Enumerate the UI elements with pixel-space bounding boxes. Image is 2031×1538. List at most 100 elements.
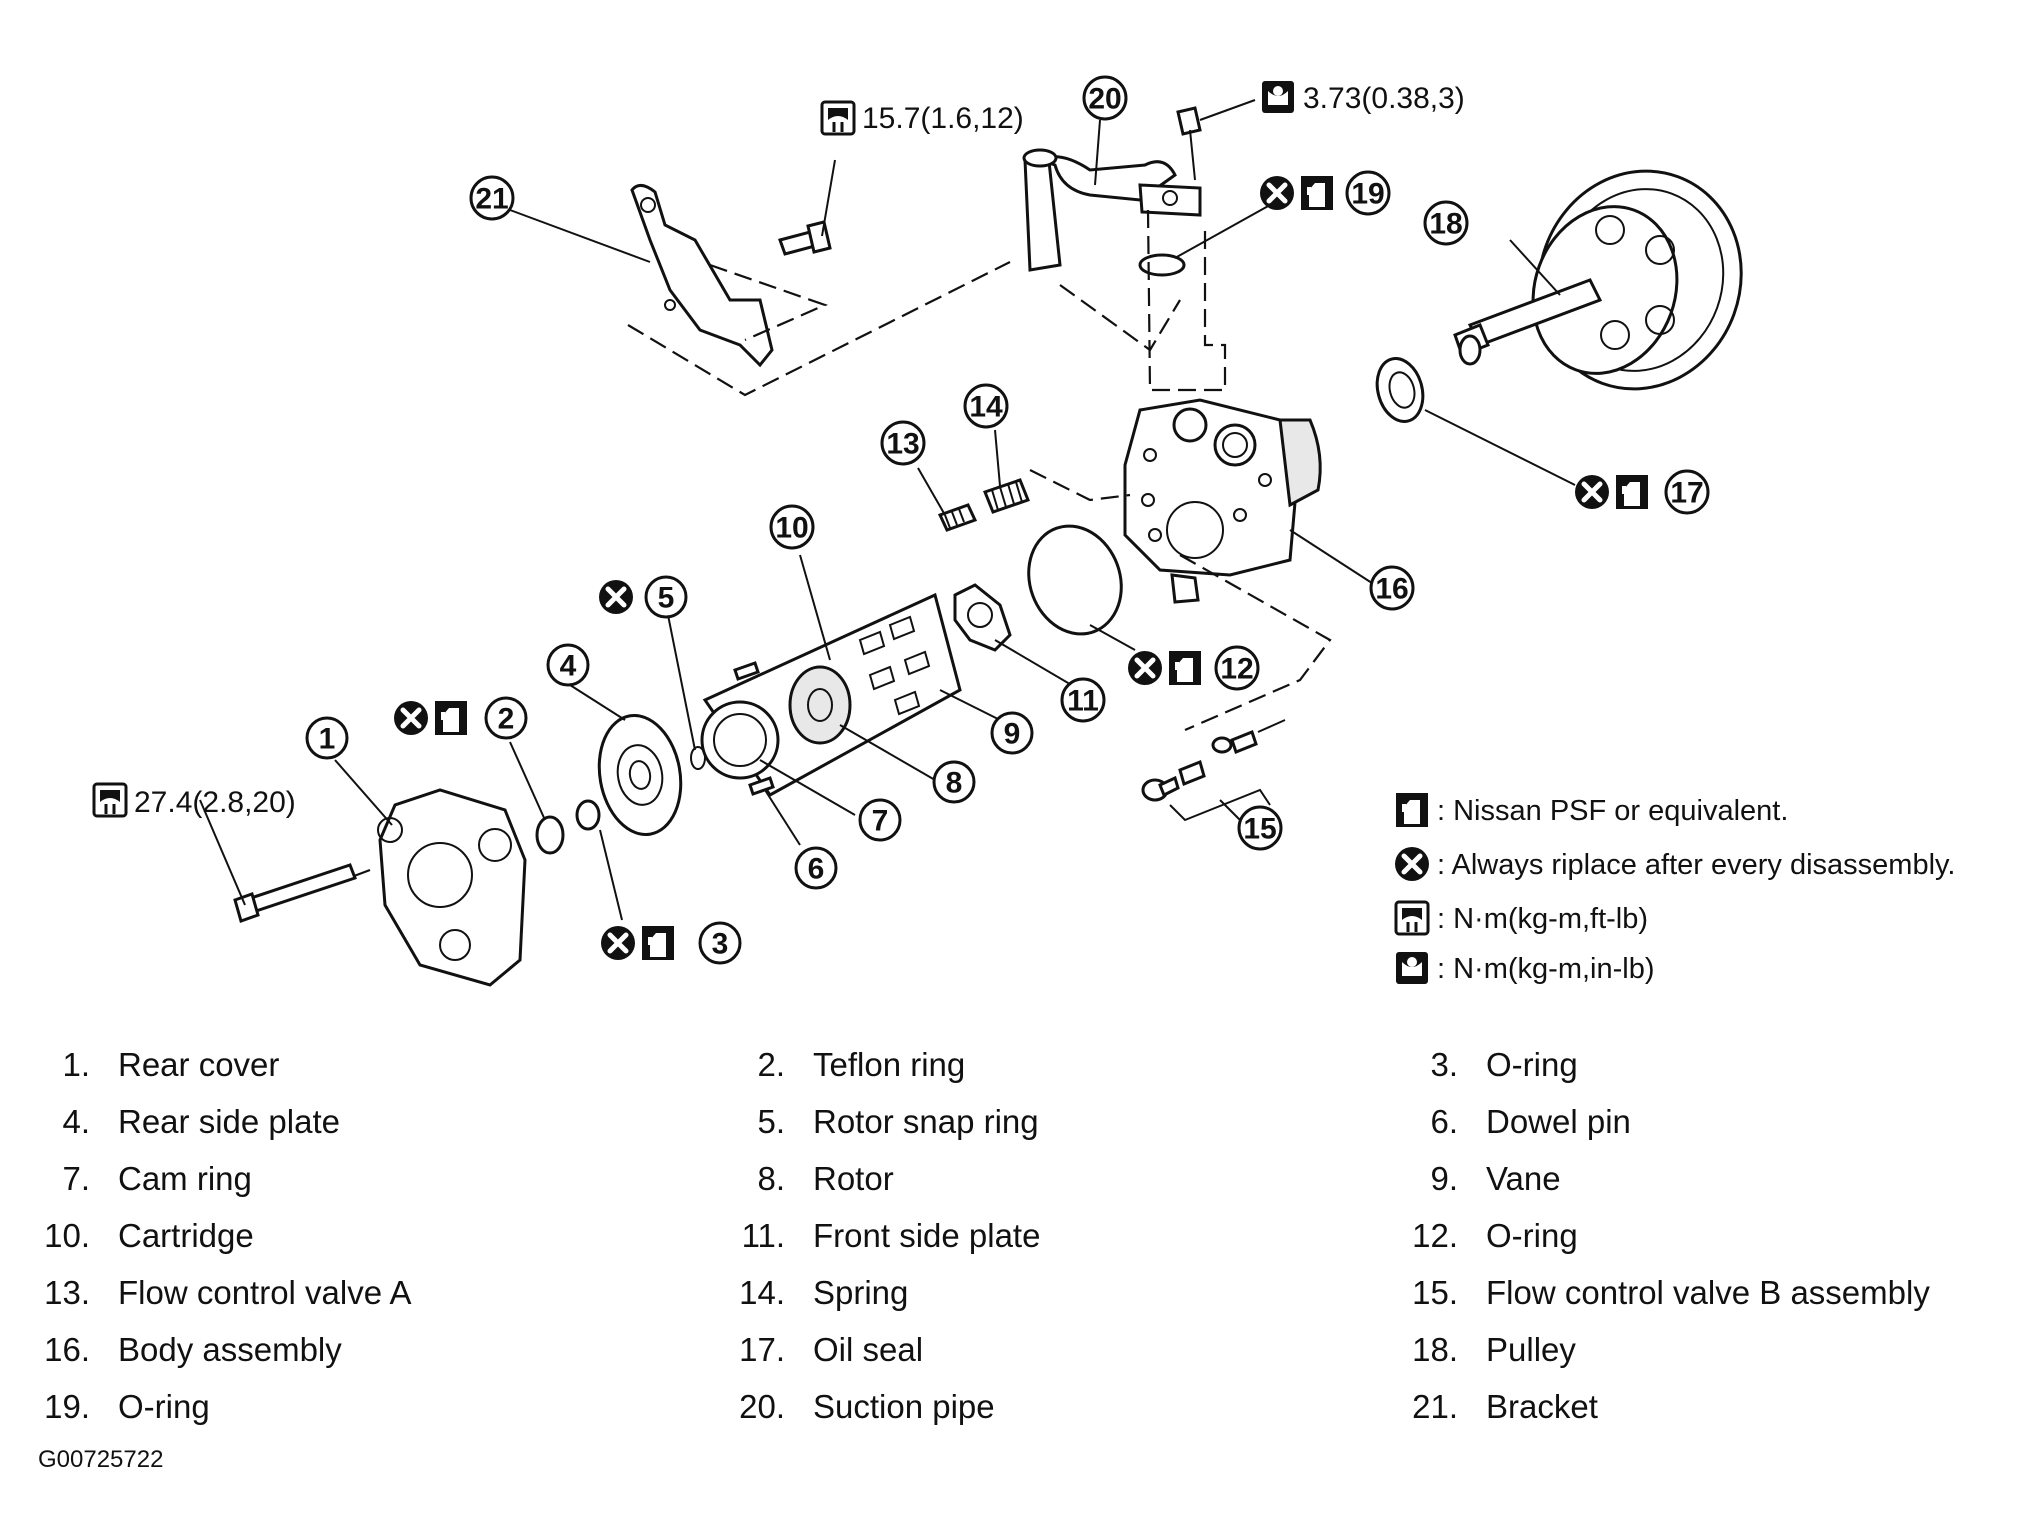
svg-text:2: 2: [498, 703, 515, 736]
parts-list-number: 21.: [1412, 1388, 1458, 1425]
rear-cover-bolt: [233, 863, 357, 923]
callout-18: 18: [1423, 200, 1469, 246]
parts-list-label: Oil seal: [813, 1331, 923, 1368]
torque-wrench-icon: [92, 782, 128, 818]
svg-text:4: 4: [560, 650, 577, 683]
suction-pipe-part: [1022, 148, 1202, 272]
psf-can-icon: [642, 926, 674, 960]
parts-list-number: 18.: [1412, 1331, 1458, 1368]
svg-text:7: 7: [872, 805, 889, 838]
torque-rear-cover-bolt: 27.4(2.8,20): [134, 786, 296, 819]
callout-8: 8: [932, 760, 976, 804]
svg-text:5: 5: [658, 582, 675, 615]
o-ring-3-part: [575, 799, 601, 831]
parts-list-label: Body assembly: [118, 1331, 342, 1368]
callout-1: 1: [305, 716, 349, 760]
callout-13: 13: [880, 420, 926, 466]
svg-text:1: 1: [319, 723, 336, 756]
parts-list-label: Rotor: [813, 1160, 894, 1197]
legend: : Nissan PSF or equivalent. : Always rip…: [1395, 793, 1955, 985]
callout-15: 15: [1237, 805, 1283, 851]
bracket-part: [630, 184, 774, 368]
psf-can-icon: [1169, 651, 1201, 685]
parts-list-label: Suction pipe: [813, 1388, 995, 1425]
pipe-body-dashed-guide: [1146, 209, 1227, 392]
parts-list-number: 2.: [757, 1046, 785, 1083]
svg-text:9: 9: [1004, 718, 1021, 751]
rotor-snap-ring-part: [690, 746, 706, 770]
rear-side-plate-part: [597, 714, 683, 836]
svg-text:11: 11: [1067, 685, 1099, 718]
parts-list-label: O-ring: [118, 1388, 210, 1425]
psf-can-icon: [435, 701, 467, 735]
parts-list-number: 17.: [739, 1331, 785, 1368]
teflon-ring-part: [535, 815, 565, 855]
svg-text:19: 19: [1351, 178, 1384, 211]
bracket-dashed-guide: [627, 261, 1011, 397]
parts-list-label: Vane: [1486, 1160, 1561, 1197]
svg-text:12: 12: [1220, 653, 1253, 686]
parts-list-label: Spring: [813, 1274, 908, 1311]
svg-text:8: 8: [946, 767, 963, 800]
o-ring-19-part: [1138, 253, 1186, 277]
parts-list-label: Flow control valve A: [118, 1274, 411, 1311]
svg-text:14: 14: [969, 391, 1003, 424]
document-id: G00725722: [38, 1446, 163, 1473]
body-assembly-part: [1123, 398, 1322, 604]
callout-7: 7: [858, 798, 902, 842]
bracket-bolt: [778, 159, 836, 256]
torque-wrench-filled-icon: [1396, 952, 1428, 984]
torque-bracket-bolt: 15.7(1.6,12): [862, 102, 1024, 135]
callout-9: 9: [990, 711, 1034, 755]
parts-list-number: 8.: [757, 1160, 785, 1197]
rotor-part: [788, 665, 852, 745]
svg-text:15: 15: [1243, 813, 1276, 846]
parts-list-number: 13.: [44, 1274, 90, 1311]
bracket-bolt-guide: [709, 263, 829, 342]
parts-list-number: 19.: [44, 1388, 90, 1425]
parts-list-label: Cam ring: [118, 1160, 252, 1197]
replace-x-icon: [1395, 847, 1429, 881]
parts-list-number: 6.: [1430, 1103, 1458, 1140]
oil-seal-part: [1375, 357, 1425, 423]
callout-14: 14: [963, 383, 1009, 429]
parts-list-number: 14.: [739, 1274, 785, 1311]
replace-x-icon: [1575, 475, 1609, 509]
parts-list-label: Bracket: [1486, 1388, 1598, 1425]
front-side-plate-part: [953, 583, 1012, 652]
legend-psf: : Nissan PSF or equivalent.: [1437, 795, 1788, 827]
parts-list-label: Dowel pin: [1486, 1103, 1631, 1140]
torque-pipe-bolt: 3.73(0.38,3): [1303, 82, 1465, 115]
replace-x-icon: [1260, 176, 1294, 210]
legend-torque-inlb: : N·m(kg-m,in-lb): [1437, 953, 1655, 985]
parts-list-number: 15.: [1412, 1274, 1458, 1311]
psf-can-icon: [1396, 793, 1428, 827]
svg-text:18: 18: [1429, 208, 1462, 241]
pipe-bolt: [1176, 99, 1256, 181]
psf-can-icon: [1301, 176, 1333, 210]
parts-list-label: Rear cover: [118, 1046, 279, 1083]
parts-list-number: 11.: [742, 1217, 785, 1254]
spring-part: [983, 478, 1030, 514]
svg-text:17: 17: [1670, 477, 1703, 510]
callout-11: 11: [1060, 677, 1106, 723]
parts-list-number: 4.: [62, 1103, 90, 1140]
replace-x-icon: [599, 580, 633, 614]
psf-can-icon: [1616, 475, 1648, 509]
callout-5: 5: [644, 575, 688, 619]
callout-10: 10: [769, 504, 815, 550]
svg-text:3: 3: [712, 928, 729, 961]
callout-2: 2: [484, 696, 528, 740]
flow-control-valve-a-part: [937, 503, 978, 532]
callout-4: 4: [546, 643, 590, 687]
parts-list-number: 10.: [44, 1217, 90, 1254]
callout-20: 20: [1082, 75, 1128, 121]
callout-21: 21: [469, 175, 515, 221]
pulley-part: [1453, 169, 1743, 391]
callout-17: 17: [1664, 469, 1710, 515]
parts-list-number: 16.: [44, 1331, 90, 1368]
parts-list-label: Teflon ring: [813, 1046, 965, 1083]
flow-control-valve-b-part: [1141, 719, 1286, 802]
